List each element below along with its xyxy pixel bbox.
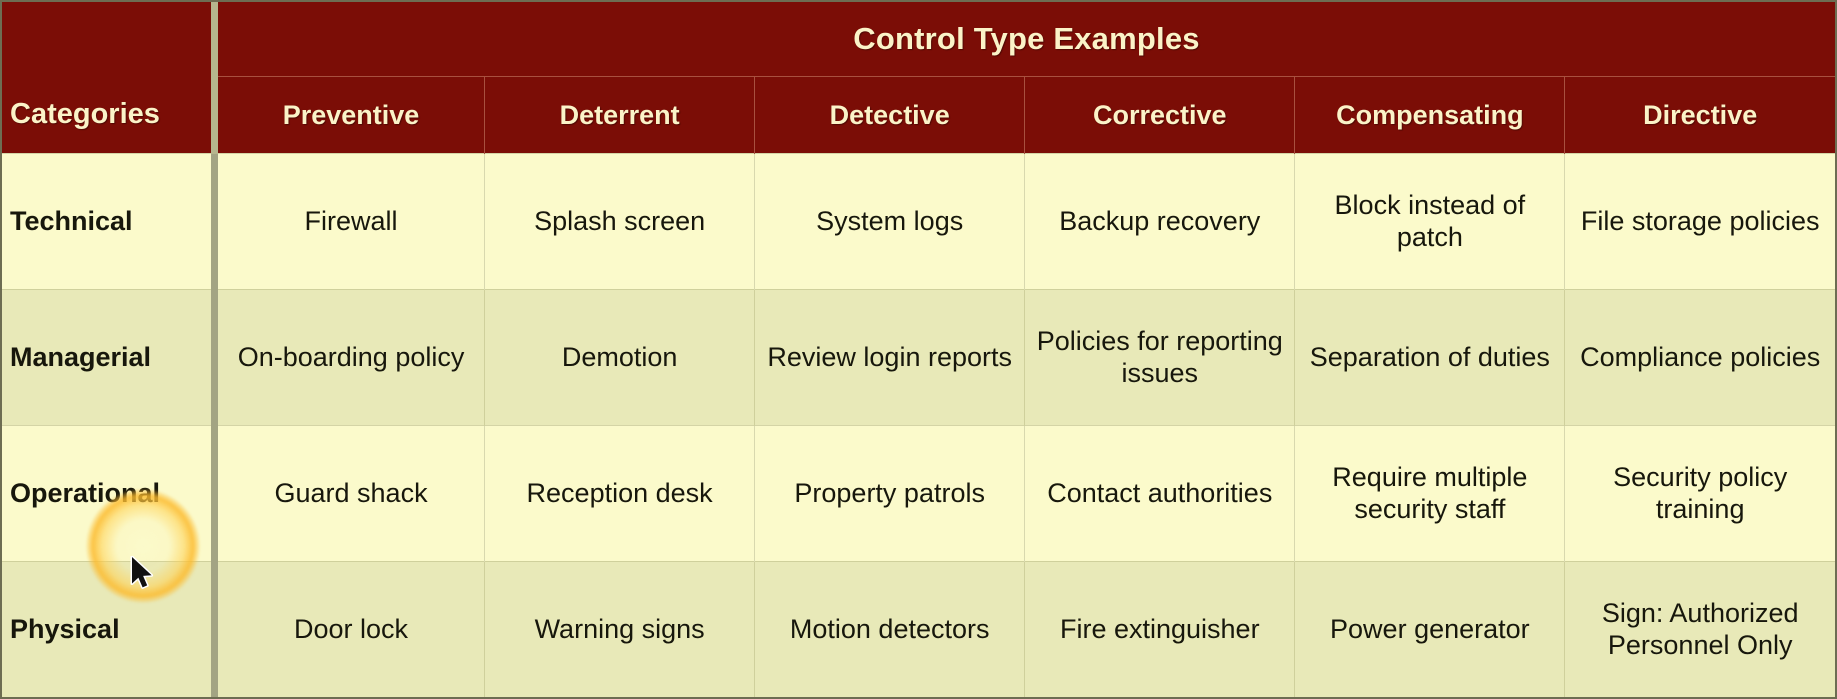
cell-technical-preventive: Firewall [213, 152, 485, 290]
cell-physical-detective: Motion detectors [754, 561, 1025, 697]
cell-operational-preventive: Guard shack [213, 425, 485, 562]
cell-technical-compensating: Block instead of patch [1294, 152, 1565, 290]
cell-managerial-preventive: On-boarding policy [213, 289, 485, 426]
header-row-group: Categories Control Type Examples [2, 2, 1835, 154]
row-header-managerial: Managerial [2, 289, 218, 426]
cell-managerial-corrective: Policies for reporting issues [1024, 289, 1295, 426]
table-row: Managerial On-boarding policy Demotion R… [2, 289, 1835, 426]
column-header-deterrent: Deterrent [484, 76, 755, 154]
cell-physical-deterrent: Warning signs [484, 561, 755, 697]
table-row: Operational Guard shack Reception desk P… [2, 425, 1835, 562]
cell-technical-corrective: Backup recovery [1024, 152, 1295, 290]
column-header-corrective: Corrective [1024, 76, 1295, 154]
cell-technical-deterrent: Splash screen [484, 152, 755, 290]
cell-operational-detective: Property patrols [754, 425, 1025, 562]
table-body: Technical Firewall Splash screen System … [2, 152, 1835, 697]
header-row-columns: Preventive Deterrent Detective Correctiv… [2, 76, 1835, 154]
cell-physical-compensating: Power generator [1294, 561, 1565, 697]
cell-technical-detective: System logs [754, 152, 1025, 290]
cell-managerial-detective: Review login reports [754, 289, 1025, 426]
row-header-operational: Operational [2, 425, 218, 562]
row-header-technical: Technical [2, 152, 218, 290]
row-header-physical: Physical [2, 561, 218, 697]
cell-operational-directive: Security policy training [1564, 425, 1835, 562]
cell-operational-deterrent: Reception desk [484, 425, 755, 562]
table-header: Categories Control Type Examples Prevent… [2, 2, 1835, 154]
column-header-detective: Detective [754, 76, 1025, 154]
categories-corner-header: Categories [2, 2, 218, 154]
cell-physical-corrective: Fire extinguisher [1024, 561, 1295, 697]
table-row: Physical Door lock Warning signs Motion … [2, 561, 1835, 697]
cell-operational-corrective: Contact authorities [1024, 425, 1295, 562]
control-type-examples-title: Control Type Examples [214, 2, 1835, 77]
cell-operational-compensating: Require multiple security staff [1294, 425, 1565, 562]
column-header-preventive: Preventive [214, 76, 485, 154]
cell-physical-directive: Sign: Authorized Personnel Only [1564, 561, 1835, 697]
cell-managerial-deterrent: Demotion [484, 289, 755, 426]
cell-managerial-directive: Compliance policies [1564, 289, 1835, 426]
cell-technical-directive: File storage policies [1564, 152, 1835, 290]
column-header-directive: Directive [1564, 76, 1835, 154]
column-header-compensating: Compensating [1294, 76, 1565, 154]
table-row: Technical Firewall Splash screen System … [2, 152, 1835, 290]
cell-physical-preventive: Door lock [213, 561, 485, 697]
cell-managerial-compensating: Separation of duties [1294, 289, 1565, 426]
